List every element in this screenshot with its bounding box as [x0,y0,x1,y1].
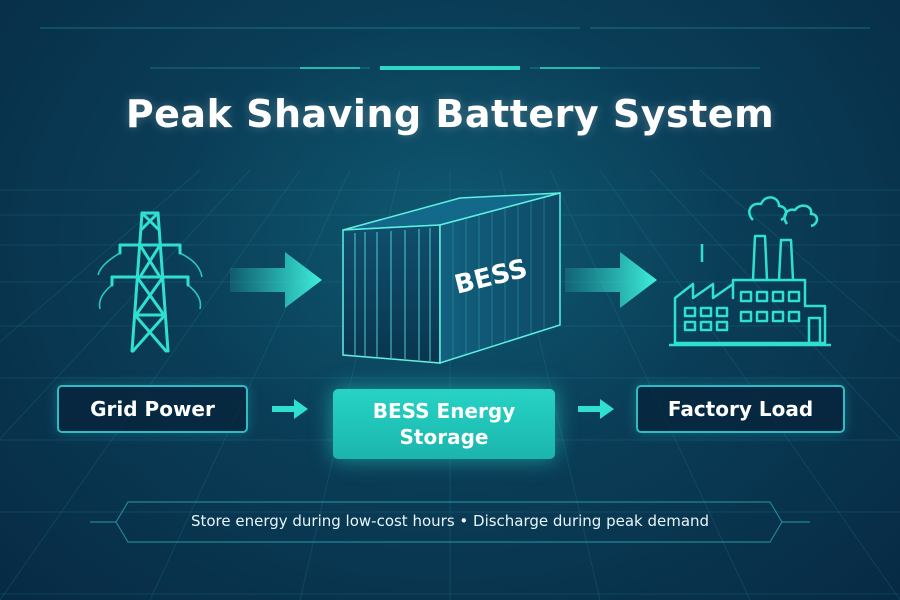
battery-container-icon: BESS [335,185,565,370]
factory-icon [665,188,835,353]
grid-power-box: Grid Power [57,385,248,433]
footer-caption: Store energy during low-cost hours • Dis… [190,512,710,530]
factory-load-box: Factory Load [636,385,845,433]
flow-arrow-icon [565,250,660,310]
flow-arrow-icon [578,398,616,420]
bess-energy-storage-box: BESS Energy Storage [333,389,555,459]
page-title: Peak Shaving Battery System [125,92,775,136]
flow-arrow-icon [230,250,325,310]
transmission-tower-icon [90,205,210,355]
bess-box-label: BESS Energy Storage [372,399,516,449]
flow-arrow-icon [272,398,310,420]
